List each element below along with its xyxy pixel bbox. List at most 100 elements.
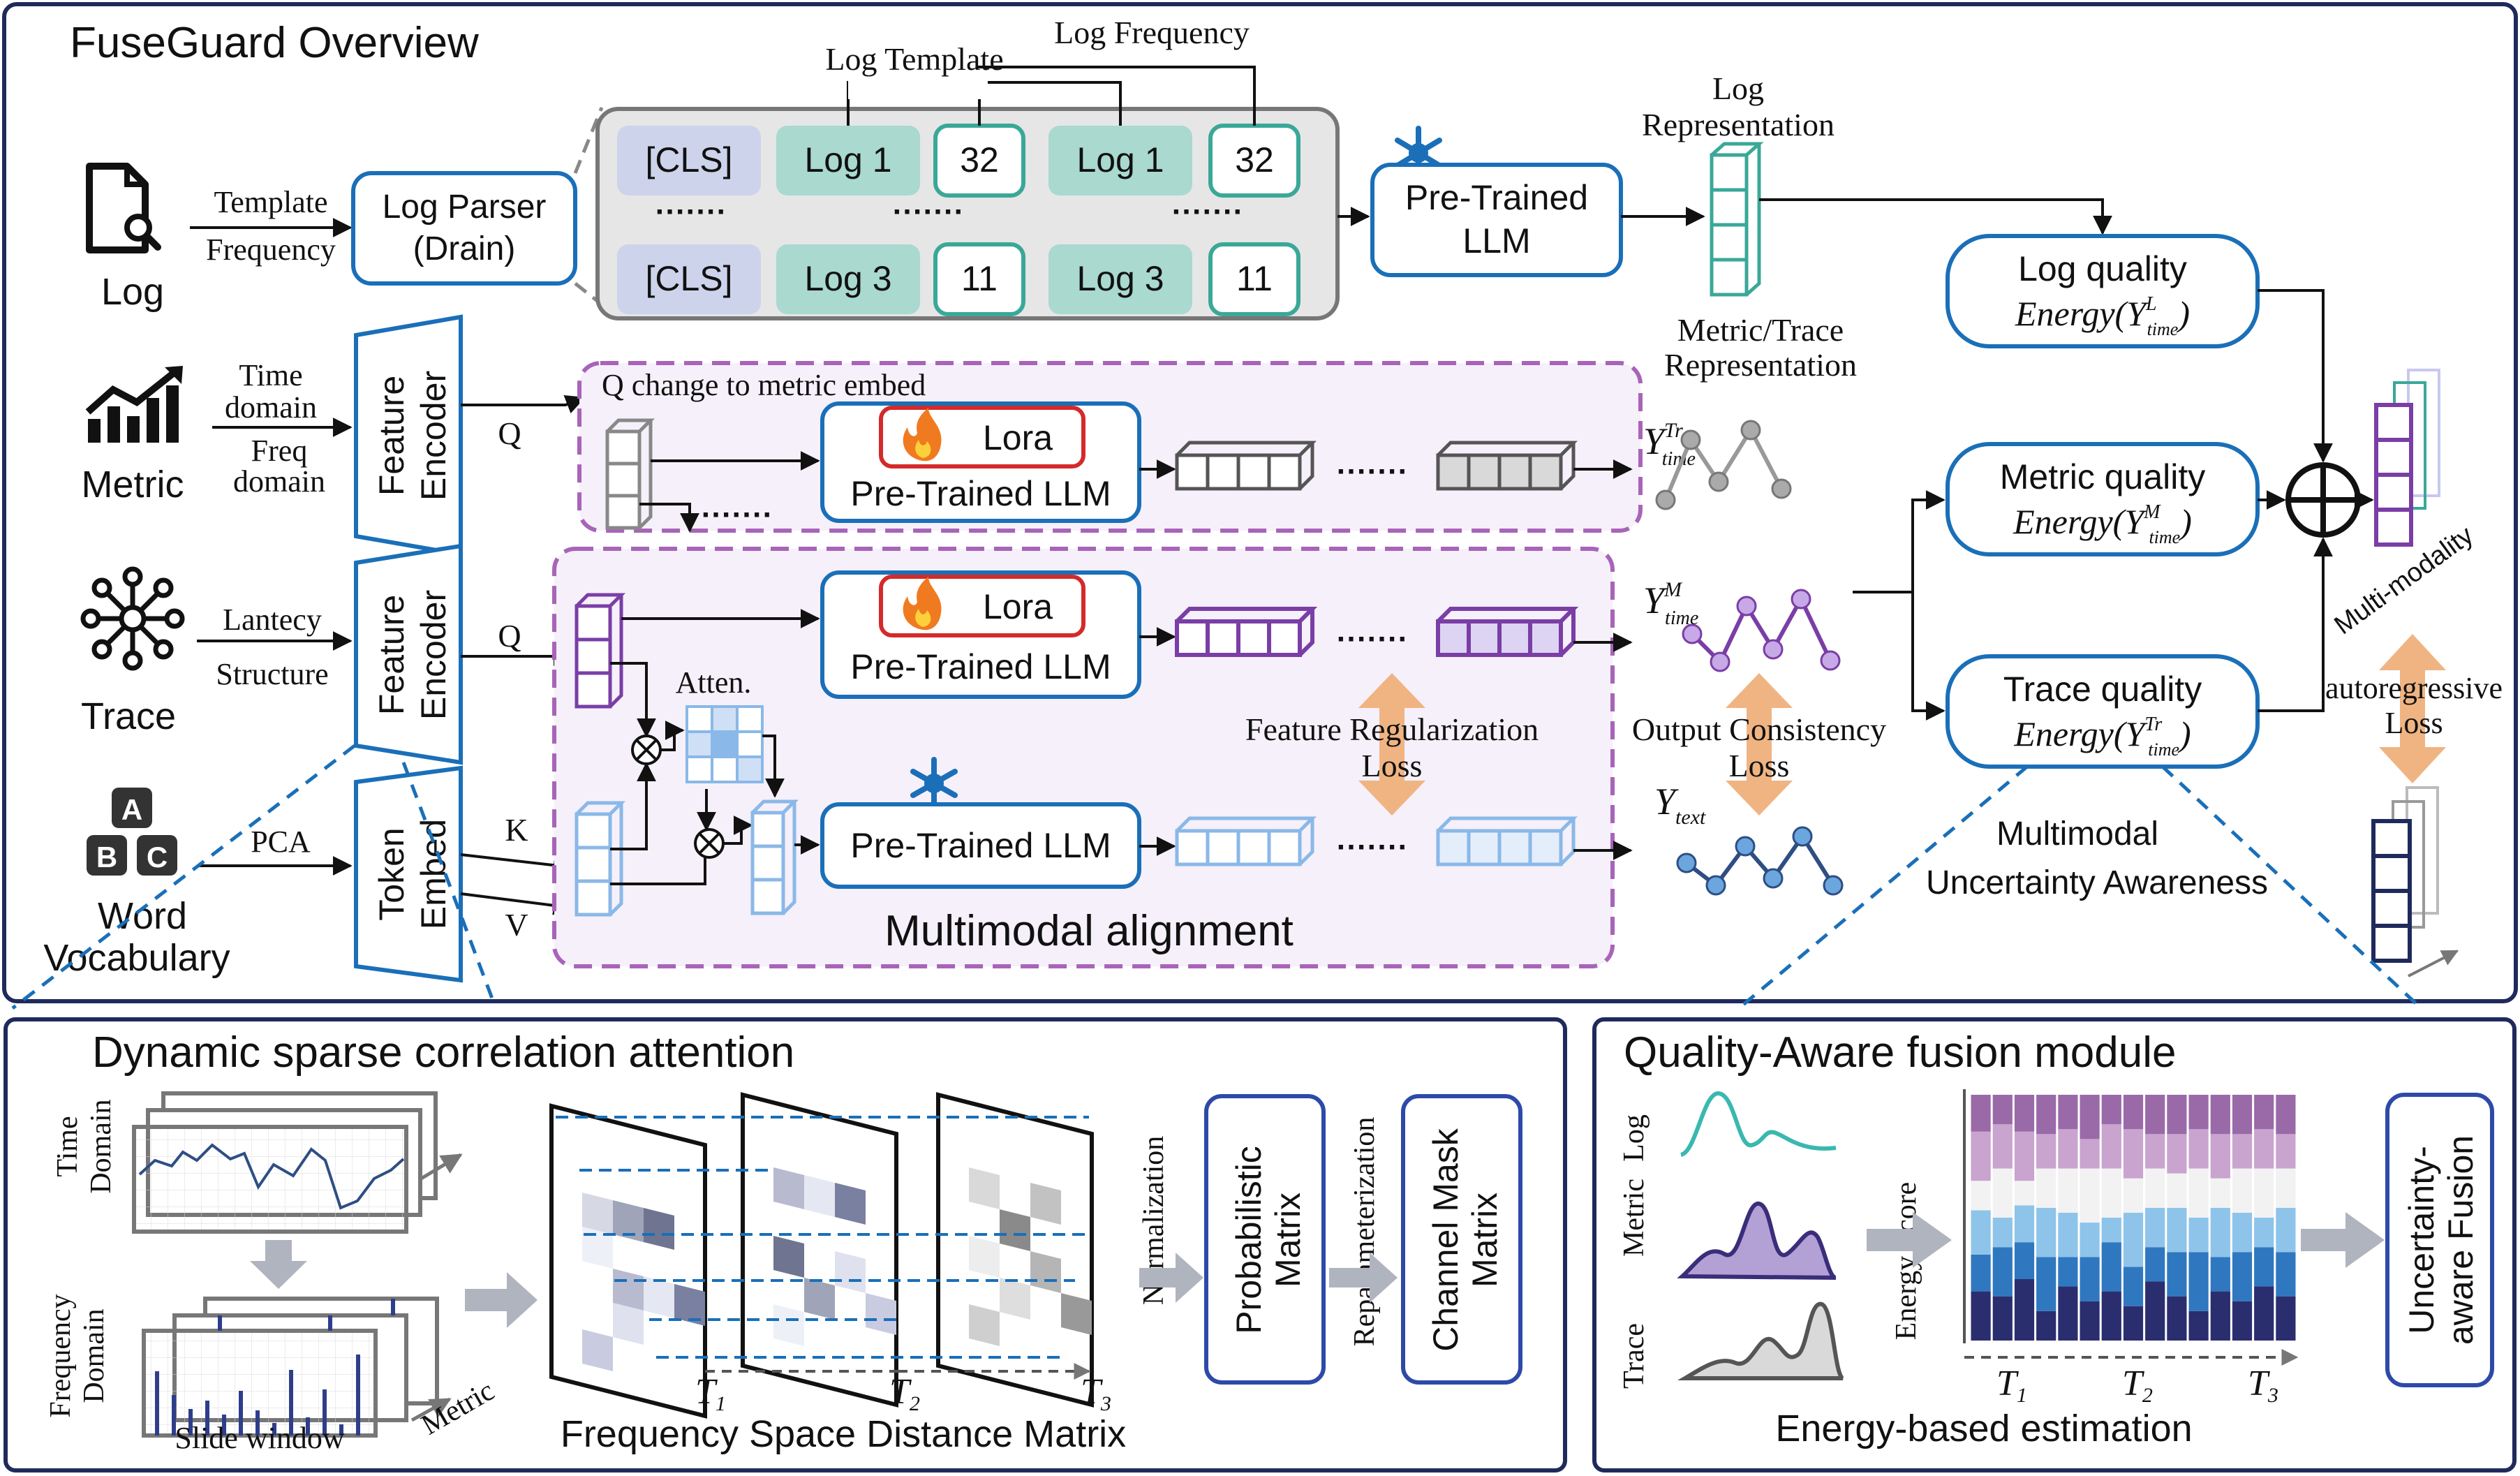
svg-text:Log 1: Log 1: [1076, 140, 1164, 179]
energy-est-label: Energy-based estimation: [1775, 1408, 2192, 1449]
svg-text:Pre-Trained LLM: Pre-Trained LLM: [850, 647, 1111, 686]
svg-text:Feature Regularization: Feature Regularization: [1245, 711, 1539, 747]
energy-bar-segment: [2167, 1095, 2187, 1135]
energy-bar-segment: [2232, 1301, 2253, 1341]
log-density-curve: [1680, 1091, 1837, 1157]
energy-bar-segment: [2058, 1095, 2078, 1130]
trace-density-curve: [1677, 1301, 1845, 1380]
vocab-label-1: Word: [98, 895, 187, 937]
energy-bar-segment: [2080, 1301, 2100, 1341]
pretrained-llm-log-box: [1370, 163, 1623, 277]
energy-axis: [1963, 1089, 2299, 1366]
trace-icon: [80, 566, 185, 671]
energy-bar-segment: [2123, 1095, 2144, 1130]
energy-bar-segment: [2014, 1279, 2035, 1341]
svg-text:Reparameterization: Reparameterization: [1349, 1117, 1381, 1347]
metric-feature-vector: [1175, 441, 1317, 491]
svg-text:·······: ·······: [1337, 622, 1409, 656]
energy-bar-segment: [2014, 1242, 2035, 1279]
y-tr-series: [1655, 420, 1792, 510]
energy-bar-segment: [2210, 1291, 2230, 1341]
energy-bar-segment: [2210, 1095, 2230, 1135]
energy-bar-segment: [2167, 1173, 2187, 1208]
svg-text:T3: T3: [2248, 1364, 2278, 1407]
svg-text:Frequency: Frequency: [45, 1294, 77, 1417]
svg-text:domain: domain: [233, 464, 325, 499]
mt-repr-sub: Representation: [1664, 347, 1857, 383]
y-m-series: [1682, 589, 1841, 672]
energy-bar-segment: [2080, 1168, 2100, 1223]
energy-bar-segment: [2036, 1168, 2056, 1208]
log-quality-label: Log quality: [2018, 249, 2187, 288]
svg-text:Structure: Structure: [216, 657, 328, 691]
svg-text:Domain: Domain: [85, 1099, 117, 1193]
svg-text:11: 11: [1236, 259, 1273, 298]
fire-icon: [903, 408, 942, 462]
svg-text:Log 1: Log 1: [804, 140, 891, 179]
energy-bar-segment: [2210, 1178, 2230, 1208]
energy-bar-segment: [2232, 1212, 2253, 1253]
svg-text:Trace: Trace: [1618, 1323, 1650, 1389]
svg-text:·······: ·······: [702, 498, 773, 532]
log-parser-sub: (Drain): [413, 230, 516, 267]
svg-text:Q: Q: [498, 618, 521, 654]
energy-bar-segment: [2080, 1223, 2100, 1257]
token-ellipsis-2: ·······: [893, 195, 965, 229]
energy-bar-segment: [1971, 1210, 1991, 1255]
log-representation-vector: [1710, 142, 1764, 297]
snowflake-icon: [910, 757, 958, 810]
energy-bar-segment: [2014, 1205, 2035, 1243]
svg-text:Lora: Lora: [983, 587, 1053, 626]
svg-text:V: V: [505, 907, 528, 943]
energy-bar-segment: [1971, 1291, 1991, 1341]
right-arrow: [465, 1272, 538, 1328]
svg-text:Pre-Trained LLM: Pre-Trained LLM: [850, 826, 1111, 865]
log-icon: [86, 163, 161, 253]
y-text-series: [1676, 826, 1844, 896]
energy-bar-segment: [2123, 1306, 2144, 1341]
svg-text:T1: T1: [1996, 1364, 2027, 1407]
energy-bar-segment: [2036, 1134, 2056, 1169]
log-parser-label: Log Parser: [383, 189, 547, 226]
energy-bar-segment: [2188, 1095, 2209, 1130]
svg-text:Uncertainty-: Uncertainty-: [2402, 1146, 2441, 1334]
mt-repr-label: Metric/Trace: [1677, 312, 1844, 348]
svg-text:Pre-Trained LLM: Pre-Trained LLM: [850, 474, 1111, 513]
energy-bar-segment: [2188, 1252, 2209, 1311]
svg-text:Loss: Loss: [1729, 748, 1790, 783]
metric-q-vector: [605, 418, 655, 530]
mua-label-1: Multimodal: [1996, 816, 2158, 853]
energy-bar-segment: [1992, 1296, 2013, 1341]
attention-matrix: [685, 705, 764, 783]
log-parser-box: [351, 171, 577, 286]
svg-text:K: K: [505, 812, 528, 848]
energy-bar-segment: [2276, 1168, 2296, 1208]
svg-text:32: 32: [960, 140, 999, 179]
energy-bar-segment: [2080, 1257, 2100, 1301]
energy-bar-segment: [2123, 1267, 2144, 1306]
energy-bar-segment: [2254, 1129, 2274, 1169]
energy-bar-segment: [2210, 1134, 2230, 1179]
feature-encoder-metric: Feature Encoder: [354, 314, 463, 557]
energy-bar-segment: [2232, 1134, 2253, 1169]
energy-bar-segment: [2036, 1207, 2056, 1257]
svg-text:Log 3: Log 3: [804, 259, 891, 298]
text-embedding-vectors: [2371, 786, 2459, 977]
energy-bar-segment: [2080, 1139, 2100, 1169]
energy-bar-segment: [1971, 1095, 1991, 1132]
svg-text:Feature: Feature: [372, 376, 411, 496]
energy-bar-segment: [2254, 1218, 2274, 1248]
energy-bar-segment: [1971, 1131, 1991, 1181]
svg-text:Encoder: Encoder: [414, 371, 453, 501]
down-arrow: [250, 1240, 307, 1289]
svg-text:domain: domain: [225, 390, 317, 425]
output-consistency-arrow: [1726, 673, 1793, 816]
energy-bar-segment: [2058, 1257, 2078, 1287]
energy-bar-segment: [2167, 1252, 2187, 1297]
svg-text:32: 32: [1235, 140, 1274, 179]
energy-bar-segment: [2036, 1095, 2056, 1135]
